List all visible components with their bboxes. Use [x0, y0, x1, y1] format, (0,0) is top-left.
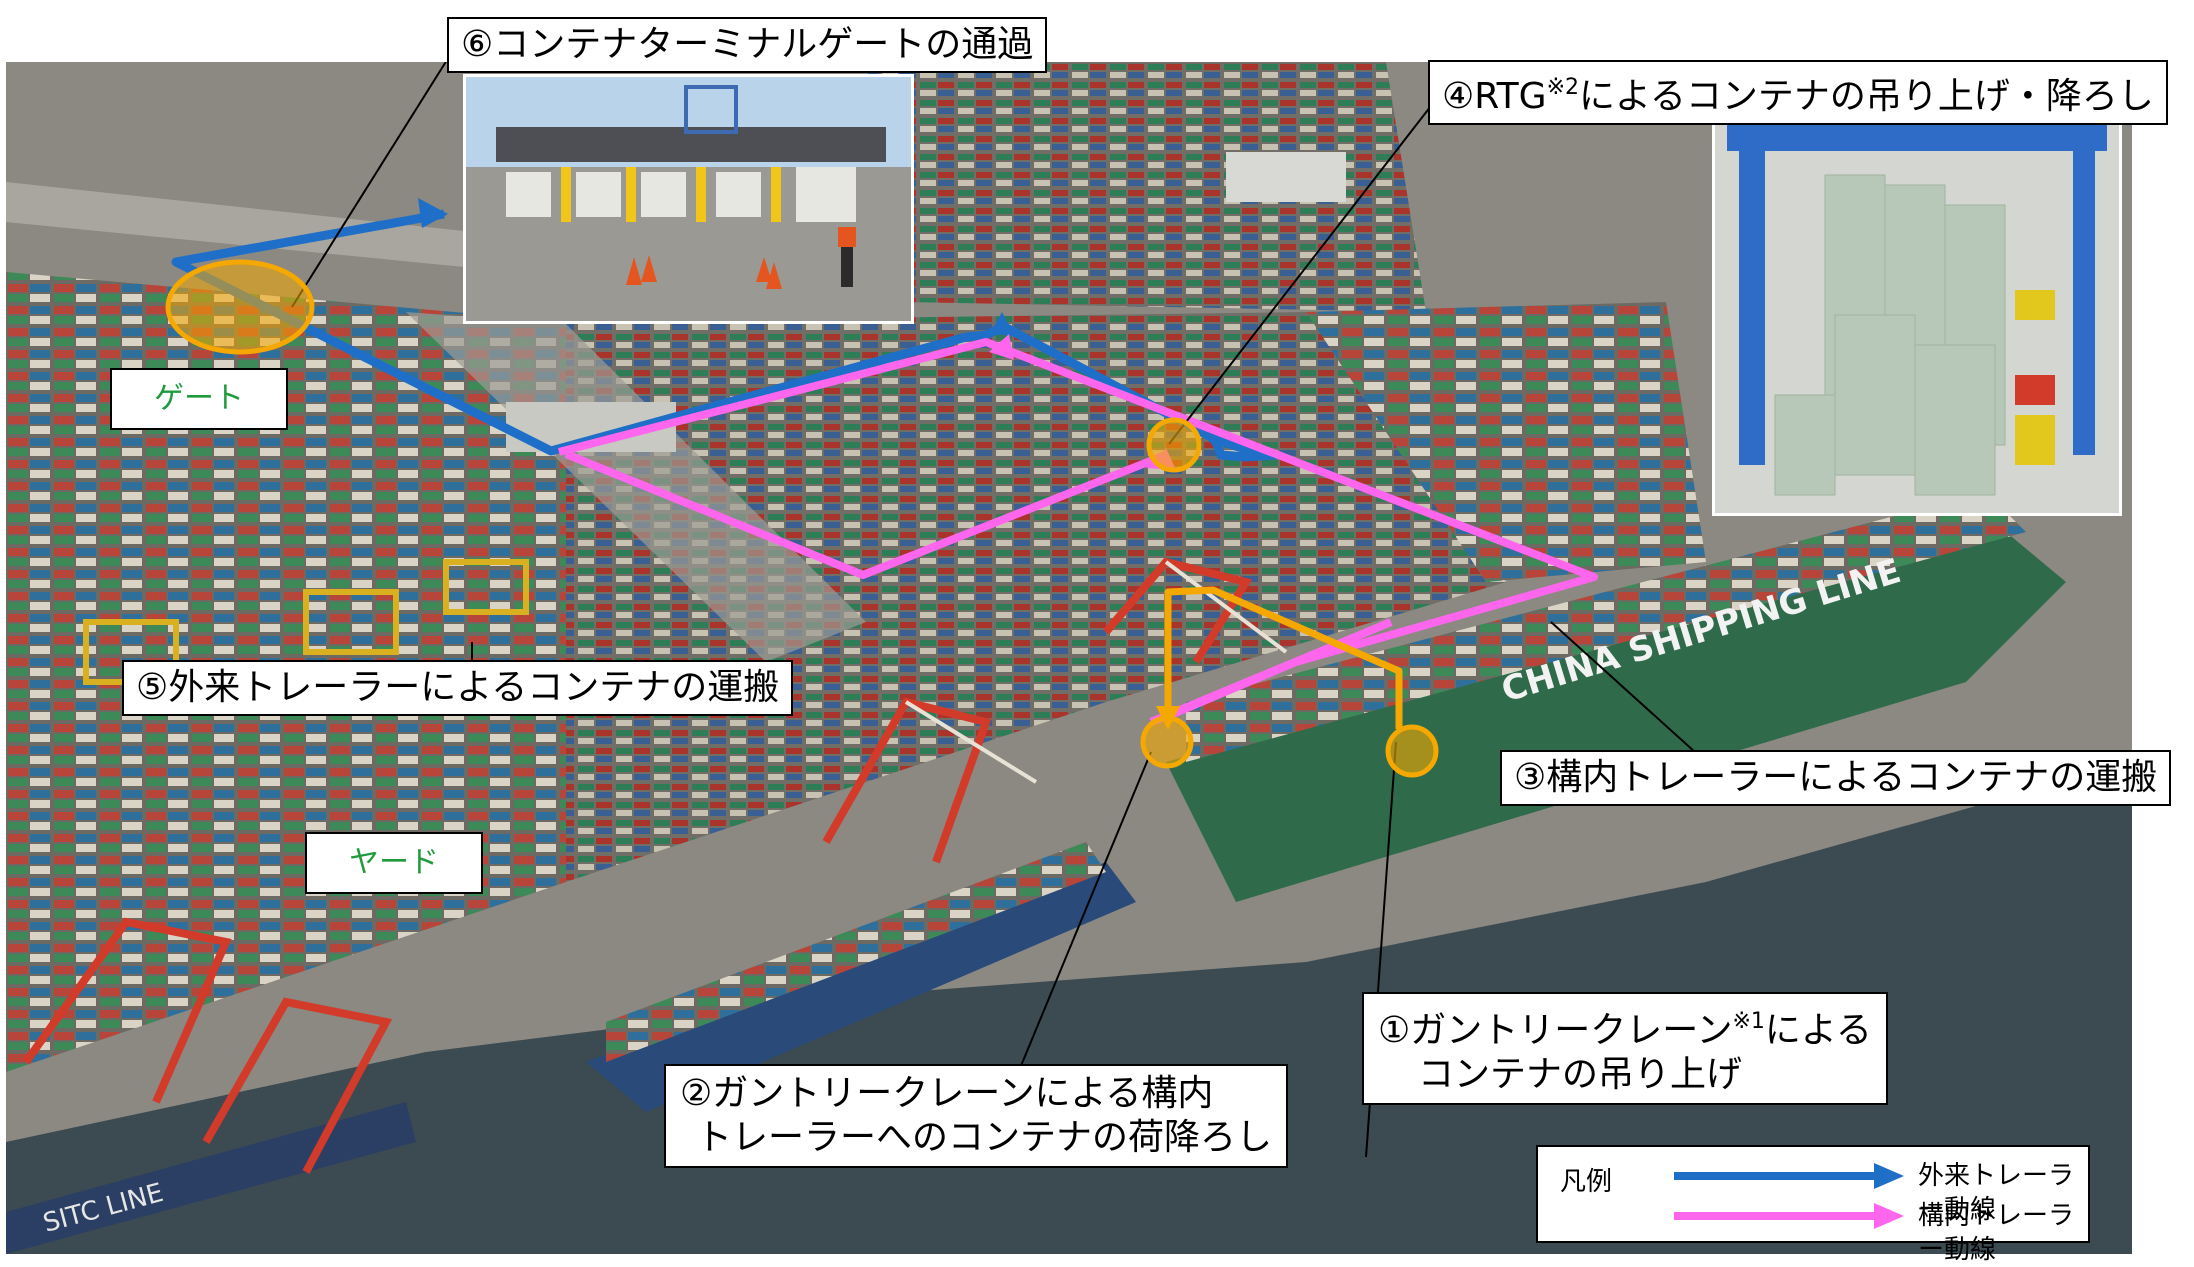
yard-area-label: ヤード	[305, 832, 483, 894]
rtg-lift-suffix: によるコンテナの吊り上げ・降ろし	[1579, 76, 2154, 117]
gantry-lift-marker	[1385, 724, 1439, 778]
internal-trailer-label: ③構内トレーラーによるコンテナの運搬	[1500, 750, 2172, 806]
external-trailer-text: ⑤外来トレーラーによるコンテナの運搬	[136, 667, 780, 708]
legend-title: 凡例	[1560, 1167, 1613, 1197]
gantry-lift-note: ※1	[1732, 1009, 1765, 1034]
internal-trailer-text: ③構内トレーラーによるコンテナの運搬	[1514, 757, 2158, 798]
external-trailer-label: ⑤外来トレーラーによるコンテナの運搬	[122, 660, 794, 716]
yard-area-text: ヤード	[349, 845, 439, 880]
gantry-unload-label: ②ガントリークレーンによる構内 トレーラーへのコンテナの荷降ろし	[664, 1064, 1289, 1168]
gate-pass-text: ⑥コンテナターミナルゲートの通過	[461, 24, 1034, 65]
blue-arrow-icon	[1674, 1163, 1904, 1189]
gantry-unload-line2: トレーラーへのコンテナの荷降ろし	[696, 1117, 1273, 1158]
legend-internal-route-label: 構内トレーラー動線	[1918, 1201, 2075, 1265]
external-route-arrowhead	[418, 198, 448, 228]
rtg-illustration-inset	[1712, 112, 2122, 516]
legend-internal-route: 構内トレーラー動線	[1668, 1199, 2078, 1265]
gantry-unload-line1: ②ガントリークレーンによる構内	[680, 1073, 1214, 1114]
gantry-lift-suffix: による	[1764, 1010, 1872, 1051]
legend: 凡例 外来トレーラー動線 構内トレーラー動線	[1536, 1145, 2090, 1265]
gantry-lift-label: ①ガントリークレーン※1による コンテナの吊り上げ	[1362, 992, 1888, 1105]
gantry-route-line	[1164, 586, 1403, 729]
gate-area-text: ゲート	[154, 381, 244, 416]
legend-external-route: 外来トレーラー動線	[1668, 1159, 2078, 1225]
marker-layer	[165, 259, 1439, 778]
internal-route-line	[564, 450, 1170, 579]
gantry-lift-prefix: ①ガントリークレーン	[1378, 1010, 1733, 1051]
rtg-lift-note: ※2	[1546, 75, 1579, 100]
gate-pass-label: ⑥コンテナターミナルゲートの通過	[447, 17, 1048, 73]
gate-photo-inset	[463, 74, 914, 324]
internal-route-arrowhead	[989, 334, 1014, 360]
legend-external-route-label: 外来トレーラー動線	[1918, 1161, 2075, 1225]
pink-arrow-icon	[1674, 1203, 1904, 1229]
rtg-lift-prefix: ④RTG	[1442, 76, 1547, 117]
gate-area-label: ゲート	[110, 368, 288, 430]
rtg-lift-label: ④RTG※2によるコンテナの吊り上げ・降ろし	[1428, 60, 2168, 125]
gantry-unload-marker	[1140, 715, 1194, 769]
rtg-illustration	[1715, 115, 2119, 513]
gate-photo	[466, 77, 911, 321]
gantry-lift-line2: コンテナの吊り上げ	[1418, 1054, 1743, 1095]
rtg-marker	[1146, 417, 1202, 473]
gate-marker	[165, 259, 315, 355]
